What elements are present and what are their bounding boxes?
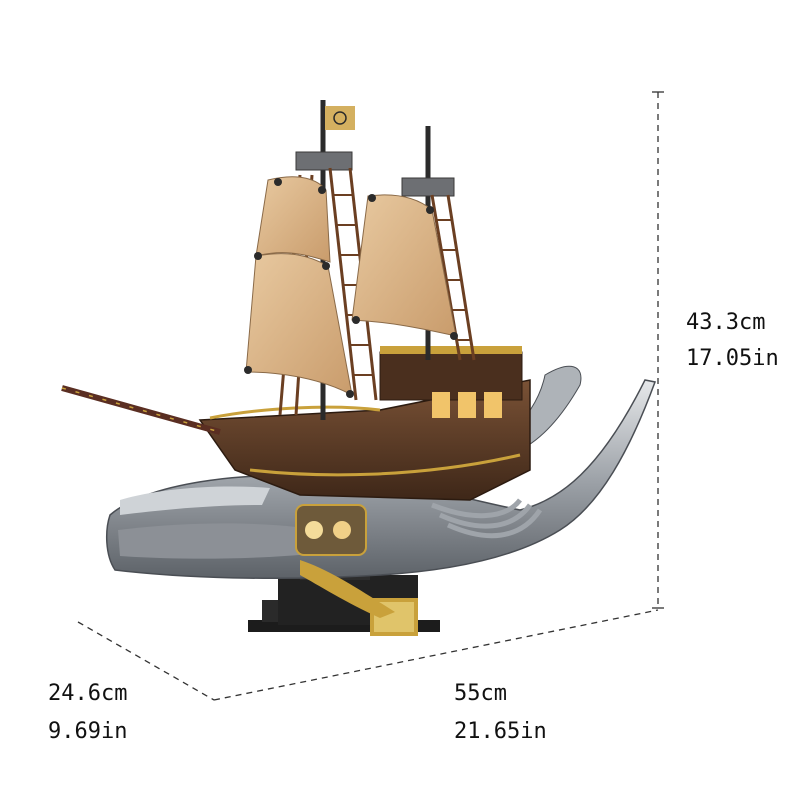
width-guide-line [213, 609, 659, 701]
height-cm-label: 43.3cm [686, 310, 766, 335]
depth-in-label: 9.69in [48, 719, 128, 744]
fore-top-sail [255, 176, 331, 263]
steam-pipes [431, 498, 543, 539]
dimension-lines [77, 91, 664, 701]
depth-cm-label: 24.6cm [48, 681, 128, 706]
depth-guide-line [77, 621, 215, 701]
width-in-label: 21.65in [454, 719, 547, 744]
fore-main-sail [245, 253, 353, 396]
main-sail [351, 194, 457, 337]
bowsprit [61, 385, 221, 435]
height-in-label: 17.05in [686, 346, 779, 371]
ship-hull [198, 346, 531, 501]
flag [325, 106, 355, 130]
width-cm-label: 55cm [454, 681, 507, 706]
ladder-rungs [333, 194, 472, 376]
sails [244, 176, 458, 398]
